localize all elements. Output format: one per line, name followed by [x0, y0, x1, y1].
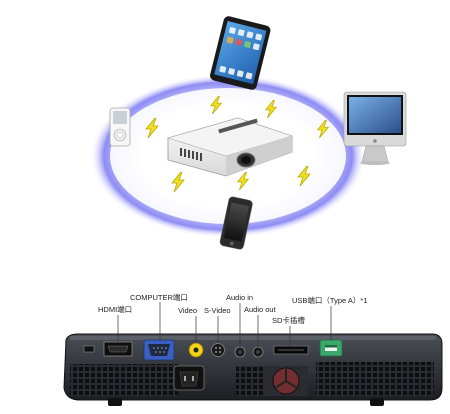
vent-mid [236, 366, 264, 396]
label-usb: USB端口（Type A）*1 [292, 295, 367, 305]
usb-type-a-port [319, 339, 343, 357]
vent-right [316, 362, 434, 396]
label-s-video: S-Video [204, 306, 231, 315]
label-hdmi: HDMI端口 [98, 304, 132, 314]
music-player-icon [109, 107, 131, 147]
computer-vga-port [143, 339, 175, 361]
rear-panel-diagram [63, 333, 443, 406]
tablet-icon [210, 16, 271, 90]
callout-lines [117, 302, 332, 347]
audio-out-port [252, 346, 264, 358]
video-port [188, 342, 204, 358]
projector-icon [166, 117, 293, 177]
foot-right [370, 398, 384, 406]
label-audio-out: Audio out [244, 305, 277, 314]
smartphone-icon [219, 196, 253, 250]
label-video: Video [178, 306, 197, 315]
hdmi-port [103, 341, 133, 357]
fan-grille [264, 366, 308, 396]
s-video-port [211, 343, 225, 357]
power-socket [173, 365, 205, 391]
vent-left [70, 364, 178, 396]
label-audio-in: Audio in [226, 293, 253, 302]
label-computer: COMPUTER端口 [130, 292, 188, 302]
label-sd-card-slot: SD卡插槽 [272, 315, 305, 325]
audio-in-port [234, 346, 246, 358]
desktop-monitor-icon [343, 91, 407, 165]
mini-port [83, 345, 95, 353]
foot-left [108, 398, 122, 406]
sd-card-slot [273, 345, 309, 355]
